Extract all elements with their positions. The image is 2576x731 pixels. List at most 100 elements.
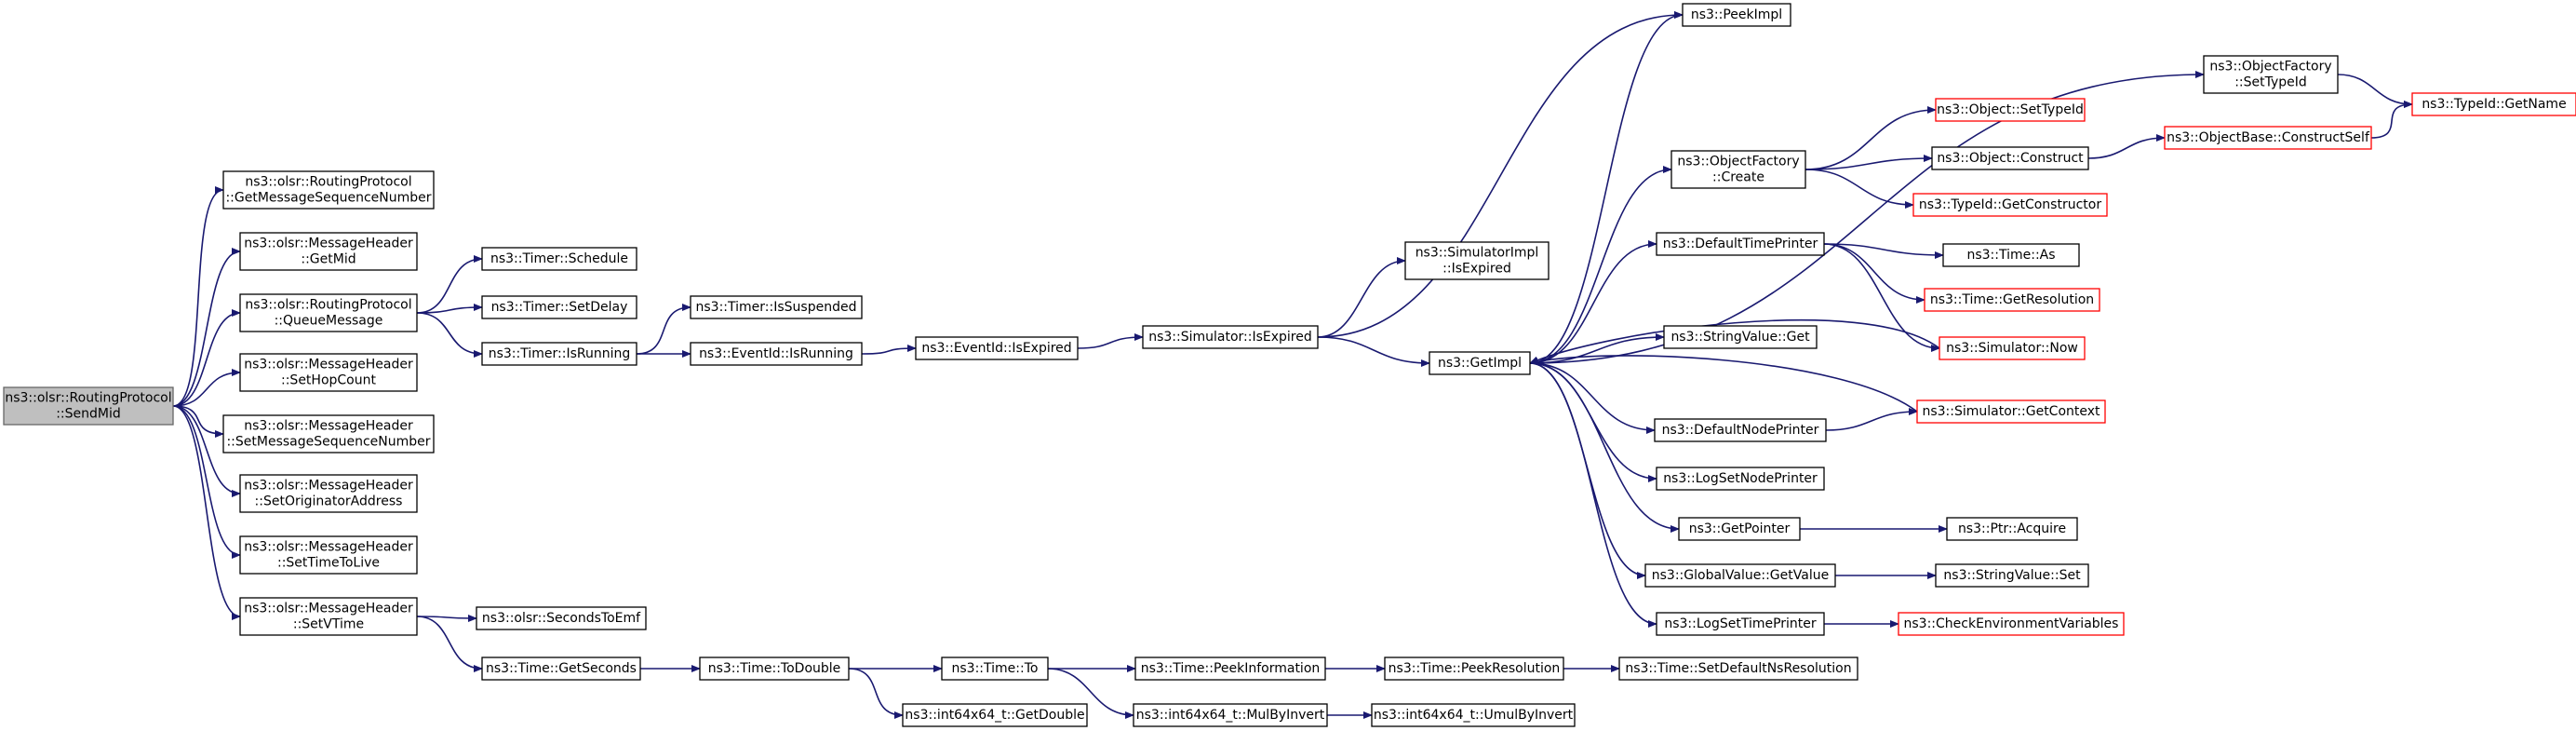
node-timegetres[interactable]: ns3::Time::GetResolution [1924,288,2100,312]
node-box[interactable] [2164,126,2372,150]
node-timeto[interactable]: ns3::Time::To [941,657,1049,681]
node-objsettypeid[interactable]: ns3::Object::SetTypeId [1935,98,2086,122]
node-box[interactable] [1644,563,1836,588]
node-sethop[interactable]: ns3::olsr::MessageHeader::SetHopCount [239,353,418,392]
node-logsetnodeprinter[interactable]: ns3::LogSetNodePrinter [1656,467,1825,491]
node-box[interactable] [239,474,418,513]
node-simnow[interactable]: ns3::Simulator::Now [1939,336,2086,360]
node-box[interactable] [1931,146,2089,170]
node-simgetcontext[interactable]: ns3::Simulator::GetContext [1916,399,2106,424]
node-stringvalueget[interactable]: ns3::StringValue::Get [1663,325,1818,349]
node-box[interactable] [1912,193,2108,217]
node-box[interactable] [481,295,637,319]
node-isrunning[interactable]: ns3::Timer::IsRunning [481,342,637,366]
node-box[interactable] [476,606,647,630]
node-timepeekinfo[interactable]: ns3::Time::PeekInformation [1134,657,1326,681]
node-setdelay[interactable]: ns3::Timer::SetDelay [481,295,637,319]
node-box[interactable] [1946,517,2078,541]
node-box[interactable] [222,170,435,210]
node-box[interactable] [1942,243,2080,267]
node-box[interactable] [1682,3,1791,27]
node-int64umulbyinvert[interactable]: ns3::int64x64_t::UmulByInvert [1371,703,1576,727]
node-timegetseconds[interactable]: ns3::Time::GetSeconds [481,657,641,681]
node-simisexpired[interactable]: ns3::Simulator::IsExpired [1142,325,1319,349]
node-checkenv[interactable]: ns3::CheckEnvironmentVariables [1898,612,2125,636]
node-box[interactable] [2203,55,2339,94]
node-box[interactable] [690,342,863,366]
node-box[interactable] [1654,418,1827,442]
node-box[interactable] [481,657,641,681]
node-getmid[interactable]: ns3::olsr::MessageHeader::GetMid [239,232,418,271]
node-box[interactable] [239,597,418,636]
node-queuemsg[interactable]: ns3::olsr::RoutingProtocol::QueueMessage [239,293,418,332]
node-objbaseconstructself[interactable]: ns3::ObjectBase::ConstructSelf [2164,126,2372,150]
node-box[interactable] [1663,325,1818,349]
node-box[interactable] [1134,657,1326,681]
node-box[interactable] [239,232,418,271]
node-box[interactable] [699,657,850,681]
node-timepeekres[interactable]: ns3::Time::PeekResolution [1384,657,1564,681]
node-box[interactable] [1656,232,1825,256]
node-peekimpl[interactable]: ns3::PeekImpl [1682,3,1791,27]
node-getimpl[interactable]: ns3::GetImpl [1429,351,1531,375]
node-secondstoemf[interactable]: ns3::olsr::SecondsToEmf [476,606,647,630]
node-ptracquire[interactable]: ns3::Ptr::Acquire [1946,517,2078,541]
node-box[interactable] [481,247,637,271]
node-int64mulbyinvert[interactable]: ns3::int64x64_t::MulByInvert [1133,703,1328,727]
node-setmsn[interactable]: ns3::olsr::MessageHeader::SetMessageSequ… [222,414,435,453]
node-box[interactable] [915,336,1079,360]
node-defnodeprinter[interactable]: ns3::DefaultNodePrinter [1654,418,1827,442]
node-box[interactable] [1384,657,1564,681]
node-int64getdouble[interactable]: ns3::int64x64_t::GetDouble [902,703,1088,727]
node-box[interactable] [239,353,418,392]
node-box[interactable] [1935,98,2086,122]
node-box[interactable] [1935,563,2089,588]
node-schedule[interactable]: ns3::Timer::Schedule [481,247,637,271]
node-box[interactable] [1924,288,2100,312]
node-box[interactable] [1133,703,1328,727]
node-getpointer[interactable]: ns3::GetPointer [1678,517,1801,541]
node-setorig[interactable]: ns3::olsr::MessageHeader::SetOriginatorA… [239,474,418,513]
node-gvgetvalue[interactable]: ns3::GlobalValue::GetValue [1644,563,1836,588]
node-box[interactable] [1656,612,1825,636]
node-setvtime[interactable]: ns3::olsr::MessageHeader::SetVTime [239,597,418,636]
node-box[interactable] [941,657,1049,681]
node-timetodouble[interactable]: ns3::Time::ToDouble [699,657,850,681]
node-box[interactable] [481,342,637,366]
node-stringvalueset[interactable]: ns3::StringValue::Set [1935,563,2089,588]
node-box[interactable] [902,703,1088,727]
node-box[interactable] [3,386,174,426]
node-box[interactable] [690,295,863,319]
node-box[interactable] [1670,150,1806,189]
node-objconstruct[interactable]: ns3::Object::Construct [1931,146,2089,170]
node-simimplisexpired[interactable]: ns3::SimulatorImpl::IsExpired [1404,241,1550,280]
node-ofcreate[interactable]: ns3::ObjectFactory::Create [1670,150,1806,189]
node-sendmid[interactable]: ns3::olsr::RoutingProtocol::SendMid [3,386,174,426]
node-evisrunning[interactable]: ns3::EventId::IsRunning [690,342,863,366]
node-box[interactable] [1656,467,1825,491]
node-ofsettypeid[interactable]: ns3::ObjectFactory::SetTypeId [2203,55,2339,94]
node-box[interactable] [1404,241,1550,280]
node-box[interactable] [1371,703,1576,727]
node-box[interactable] [239,535,418,575]
node-box[interactable] [1678,517,1801,541]
node-box[interactable] [239,293,418,332]
node-box[interactable] [1898,612,2125,636]
node-logsettimeprinter[interactable]: ns3::LogSetTimePrinter [1656,612,1825,636]
node-box[interactable] [1916,399,2106,424]
node-issuspended[interactable]: ns3::Timer::IsSuspended [690,295,863,319]
node-box[interactable] [2411,92,2576,116]
node-timeas[interactable]: ns3::Time::As [1942,243,2080,267]
node-deftimeprinter[interactable]: ns3::DefaultTimePrinter [1656,232,1825,256]
node-box[interactable] [1939,336,2086,360]
node-timesetdefault[interactable]: ns3::Time::SetDefaultNsResolution [1618,657,1858,681]
node-box[interactable] [1142,325,1319,349]
node-box[interactable] [222,414,435,453]
node-typeidgetname[interactable]: ns3::TypeId::GetName [2411,92,2576,116]
node-setttl[interactable]: ns3::olsr::MessageHeader::SetTimeToLive [239,535,418,575]
node-box[interactable] [1429,351,1531,375]
node-getseq[interactable]: ns3::olsr::RoutingProtocol::GetMessageSe… [222,170,435,210]
node-typeidgetconstructor[interactable]: ns3::TypeId::GetConstructor [1912,193,2108,217]
node-evisexpired[interactable]: ns3::EventId::IsExpired [915,336,1079,360]
node-box[interactable] [1618,657,1858,681]
